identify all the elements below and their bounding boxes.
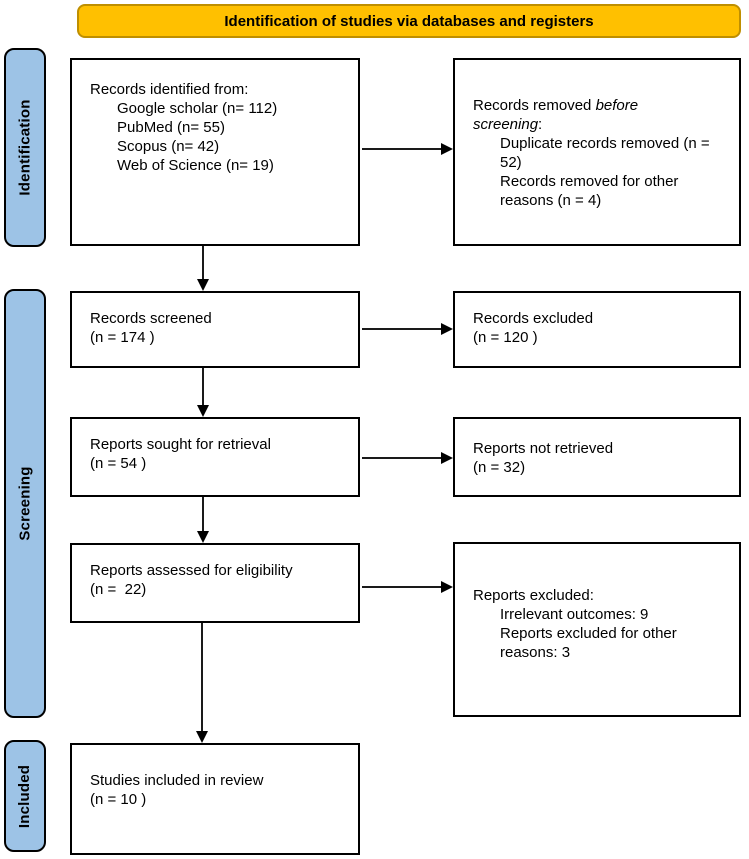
arrow-assessed-to-reports-excluded: [362, 581, 453, 593]
arrow-sought-to-not-retrieved: [362, 452, 453, 464]
box-reports-not-retrieved: Reports not retrieved (n = 32): [453, 417, 741, 497]
reports-sought-line2: (n = 54 ): [90, 455, 147, 472]
records-identified-item: Google scholar (n= 112): [117, 100, 278, 117]
reports-assessed-line2: (n = 22): [90, 581, 147, 598]
box-reports-assessed: Reports assessed for eligibility (n = 22…: [70, 543, 360, 623]
box-records-identified: Records identified from: Google scholar …: [70, 58, 360, 246]
reports-excluded-title: Reports excluded:: [473, 587, 594, 604]
arrow-identified-to-removed: [362, 143, 453, 155]
reports-not-retrieved-line2: (n = 32): [473, 459, 526, 476]
box-records-removed: Records removed before screening: Duplic…: [453, 58, 741, 246]
reports-not-retrieved-line1: Reports not retrieved: [473, 440, 614, 457]
records-identified-item: Scopus (n= 42): [117, 138, 220, 155]
reports-sought-line1: Reports sought for retrieval: [90, 436, 271, 453]
reports-excluded-item: Reports excluded for other reasons: 3: [500, 625, 681, 661]
banner: Identification of studies via databases …: [77, 4, 741, 38]
box-records-excluded: Records excluded (n = 120 ): [453, 291, 741, 368]
arrow-sought-to-assessed: [197, 497, 209, 543]
arrow-screened-to-excluded: [362, 323, 453, 335]
arrow-identified-to-screened: [197, 246, 209, 291]
sidebar-included: Included: [4, 740, 46, 852]
records-excluded-line2: (n = 120 ): [473, 329, 538, 346]
box-records-screened: Records screened (n = 174 ): [70, 291, 360, 368]
records-excluded-line1: Records excluded: [473, 310, 594, 327]
banner-label: Identification of studies via databases …: [224, 12, 594, 30]
records-identified-item: Web of Science (n= 19): [117, 157, 274, 174]
sidebar-screening-label: Screening: [16, 466, 34, 541]
records-screened-line1: Records screened: [90, 310, 212, 327]
studies-included-line1: Studies included in review: [90, 772, 264, 789]
sidebar-identification: Identification: [4, 48, 46, 247]
records-identified-item: PubMed (n= 55): [117, 119, 225, 136]
box-reports-sought: Reports sought for retrieval (n = 54 ): [70, 417, 360, 497]
records-removed-item: Duplicate records removed (n = 52): [500, 135, 714, 171]
records-removed-item: Records removed for other reasons (n = 4…: [500, 173, 683, 209]
records-removed-title-italic: before screening: [473, 97, 643, 133]
arrow-assessed-to-included: [196, 623, 208, 743]
reports-assessed-line1: Reports assessed for eligibility: [90, 562, 293, 579]
box-reports-excluded: Reports excluded: Irrelevant outcomes: 9…: [453, 542, 741, 717]
studies-included-line2: (n = 10 ): [90, 791, 147, 808]
box-studies-included: Studies included in review (n = 10 ): [70, 743, 360, 855]
sidebar-included-label: Included: [16, 764, 34, 828]
arrow-screened-to-sought: [197, 368, 209, 417]
sidebar-screening: Screening: [4, 289, 46, 718]
records-screened-line2: (n = 174 ): [90, 329, 155, 346]
reports-excluded-item: Irrelevant outcomes: 9: [500, 606, 649, 623]
records-removed-title: Records removed before screening:: [473, 97, 643, 133]
records-identified-title: Records identified from:: [90, 81, 249, 98]
sidebar-identification-label: Identification: [16, 99, 34, 196]
